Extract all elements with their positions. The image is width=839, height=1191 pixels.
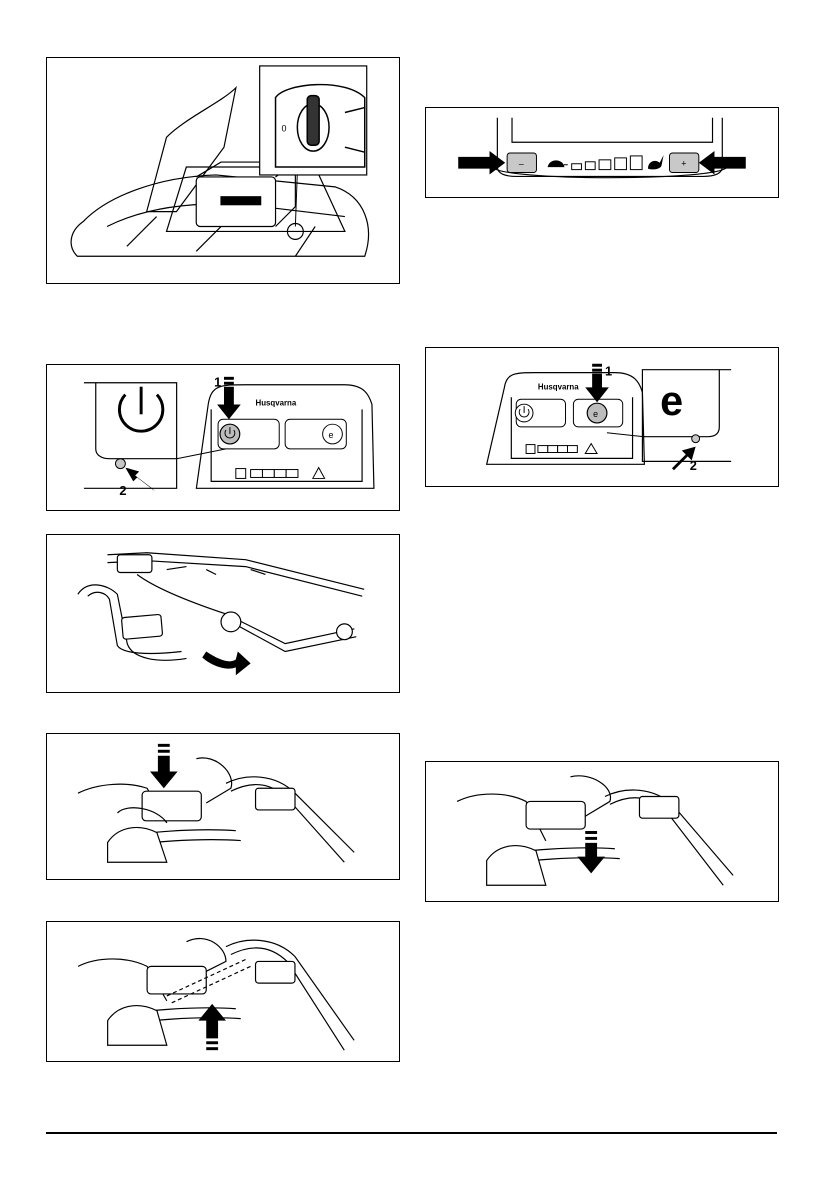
arrow-icon [202, 652, 250, 676]
figure-handle-fold [46, 534, 400, 693]
arrow-icon [217, 387, 241, 420]
indicator-led [115, 459, 125, 469]
footer-rule [46, 1132, 777, 1134]
speed-indicator [572, 156, 642, 170]
callout-2: 2 [119, 483, 126, 498]
turtle-icon [548, 161, 568, 167]
eco-button-illustration: Husqvarna e 1 e 2 [426, 348, 778, 486]
minus-label: – [519, 159, 524, 169]
figure-eco-button: Husqvarna e 1 e 2 [425, 347, 779, 487]
callout-2: 2 [690, 458, 697, 473]
battery-indicator [251, 470, 298, 478]
figure-handle-press [46, 733, 400, 880]
figure-handle-lift [46, 921, 400, 1062]
key-off-label: 0 [281, 123, 286, 133]
brand-logo: Husqvarna [256, 398, 297, 407]
handle-release-illustration [426, 762, 778, 901]
battery-indicator [538, 446, 577, 453]
brand-logo: Husqvarna [538, 382, 579, 391]
power-icon [119, 387, 162, 431]
figure-handle-release [425, 761, 779, 902]
callout-1: 1 [605, 364, 612, 379]
eco-icon: e [660, 378, 683, 424]
rabbit-icon [648, 155, 664, 169]
speed-panel-illustration: – + [426, 108, 778, 197]
battery-compartment-illustration: 0 [47, 58, 399, 283]
eco-icon: e [593, 409, 598, 419]
figure-battery-compartment: 0 [46, 57, 400, 284]
handle-press-illustration [47, 734, 399, 879]
power-button-illustration: 2 Husqvarna e 1 [47, 365, 399, 510]
eco-icon: e [329, 430, 334, 440]
figure-speed-panel: – + [425, 107, 779, 198]
warning-icon [585, 444, 597, 454]
plus-label: + [681, 159, 686, 169]
callout-1: 1 [214, 375, 221, 390]
indicator-led [692, 435, 700, 443]
handle-lift-illustration [47, 922, 399, 1061]
arrow-icon [198, 1004, 226, 1039]
figure-power-button: 2 Husqvarna e 1 [46, 364, 400, 511]
handle-fold-illustration [47, 535, 399, 692]
arrow-icon [150, 756, 178, 789]
warning-icon [313, 468, 325, 479]
